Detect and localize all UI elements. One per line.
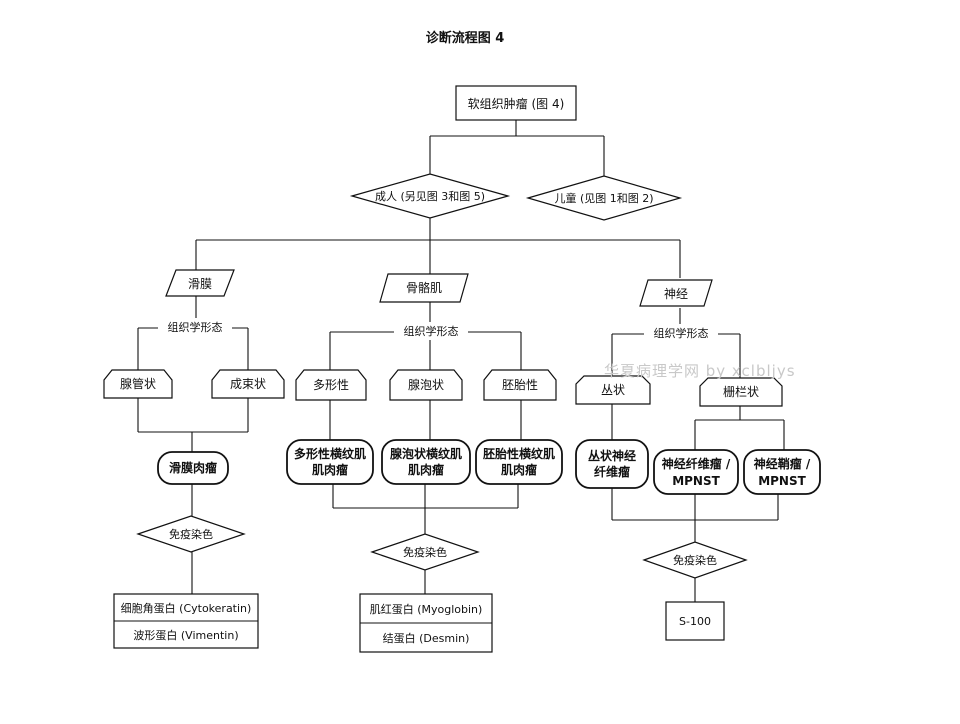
node-embryonal-rms: 胚胎性横纹肌 肌肉瘤	[475, 439, 563, 485]
node-alveolar: 腺泡状	[389, 369, 463, 401]
svg-text:骨骼肌: 骨骼肌	[406, 280, 442, 295]
label-histology-mid: 组织学形态	[394, 322, 468, 340]
svg-text:多形性横纹肌: 多形性横纹肌	[294, 446, 366, 461]
svg-text:胚胎性: 胚胎性	[502, 378, 538, 392]
node-fascicular: 成束状	[211, 369, 285, 399]
svg-text:成束状: 成束状	[230, 377, 266, 391]
svg-text:儿童 (见图 1和图 2): 儿童 (见图 1和图 2)	[554, 191, 653, 205]
node-plexiform-neurofibroma: 丛状神经 纤维瘤	[575, 439, 649, 489]
svg-text:免疫染色: 免疫染色	[673, 553, 717, 567]
node-pleomorphic-rms: 多形性横纹肌 肌肉瘤	[286, 439, 374, 485]
node-alveolar-rms: 腺泡状横纹肌 肌肉瘤	[381, 439, 471, 485]
svg-text:肌肉瘤: 肌肉瘤	[500, 462, 537, 477]
svg-text:神经纤维瘤 /: 神经纤维瘤 /	[662, 456, 731, 471]
node-ihc-mid: 免疫染色	[370, 533, 480, 571]
node-soft-tissue-tumor: 软组织肿瘤 (图 4)	[455, 85, 577, 121]
node-synovial: 滑膜	[165, 269, 235, 297]
node-ihc-left: 免疫染色	[136, 515, 246, 553]
node-child: 儿童 (见图 1和图 2)	[525, 175, 683, 221]
svg-text:软组织肿瘤 (图 4): 软组织肿瘤 (图 4)	[468, 96, 565, 111]
svg-text:滑膜肉瘤: 滑膜肉瘤	[169, 460, 217, 475]
svg-text:腺泡状横纹肌: 腺泡状横纹肌	[390, 446, 462, 461]
node-pleomorphic: 多形性	[295, 369, 367, 401]
svg-text:组织学形态: 组织学形态	[404, 324, 459, 338]
svg-text:成人 (另见图 3和图 5): 成人 (另见图 3和图 5)	[375, 190, 485, 203]
node-schwannoma-mpnst: 神经鞘瘤 / MPNST	[743, 449, 821, 495]
svg-text:多形性: 多形性	[313, 378, 349, 392]
label-histology-left: 组织学形态	[158, 318, 232, 336]
svg-text:MPNST: MPNST	[672, 474, 720, 488]
svg-text:波形蛋白 (Vimentin): 波形蛋白 (Vimentin)	[133, 628, 238, 642]
watermark: 华夏病理学网 by xclbljys	[604, 362, 796, 380]
svg-text:免疫染色: 免疫染色	[169, 527, 213, 541]
svg-text:肌红蛋白 (Myoglobin): 肌红蛋白 (Myoglobin)	[370, 602, 483, 616]
node-skeletal-muscle: 骨骼肌	[379, 273, 469, 303]
svg-text:神经: 神经	[664, 287, 688, 301]
node-synovial-sarcoma: 滑膜肉瘤	[157, 451, 229, 485]
chart-title: 诊断流程图 4	[426, 30, 505, 46]
svg-text:滑膜: 滑膜	[188, 277, 212, 291]
result-mid: 肌红蛋白 (Myoglobin) 结蛋白 (Desmin)	[359, 593, 493, 653]
svg-text:S-100: S-100	[679, 615, 711, 628]
svg-text:丛状神经: 丛状神经	[588, 448, 636, 463]
svg-text:胚胎性横纹肌: 胚胎性横纹肌	[483, 446, 555, 461]
node-palisade: 栅栏状	[699, 377, 783, 407]
svg-text:神经鞘瘤 /: 神经鞘瘤 /	[754, 456, 811, 471]
svg-text:组织学形态: 组织学形态	[168, 320, 223, 334]
node-embryonal: 胚胎性	[483, 369, 557, 401]
svg-text:丛状: 丛状	[601, 383, 625, 397]
svg-text:纤维瘤: 纤维瘤	[594, 464, 630, 479]
label-histology-right: 组织学形态	[644, 324, 718, 342]
svg-text:腺泡状: 腺泡状	[408, 378, 444, 392]
result-left: 细胞角蛋白 (Cytokeratin) 波形蛋白 (Vimentin)	[113, 593, 259, 649]
result-right: S-100	[665, 601, 725, 641]
svg-text:肌肉瘤: 肌肉瘤	[407, 462, 444, 477]
svg-text:结蛋白 (Desmin): 结蛋白 (Desmin)	[383, 631, 470, 645]
svg-text:腺管状: 腺管状	[120, 376, 156, 391]
svg-text:栅栏状: 栅栏状	[723, 384, 759, 399]
svg-text:肌肉瘤: 肌肉瘤	[311, 462, 348, 477]
connector-lines	[137, 120, 785, 602]
node-neurofibroma-mpnst: 神经纤维瘤 / MPNST	[653, 449, 739, 495]
node-nerve: 神经	[639, 279, 713, 307]
svg-text:免疫染色: 免疫染色	[403, 545, 447, 559]
node-adult: 成人 (另见图 3和图 5)	[349, 173, 511, 219]
node-plexiform: 丛状	[575, 375, 651, 405]
svg-text:MPNST: MPNST	[758, 474, 806, 488]
svg-text:细胞角蛋白 (Cytokeratin): 细胞角蛋白 (Cytokeratin)	[121, 601, 252, 615]
node-ihc-right: 免疫染色	[642, 541, 748, 579]
node-glandular: 腺管状	[103, 369, 173, 399]
svg-text:组织学形态: 组织学形态	[654, 326, 709, 340]
